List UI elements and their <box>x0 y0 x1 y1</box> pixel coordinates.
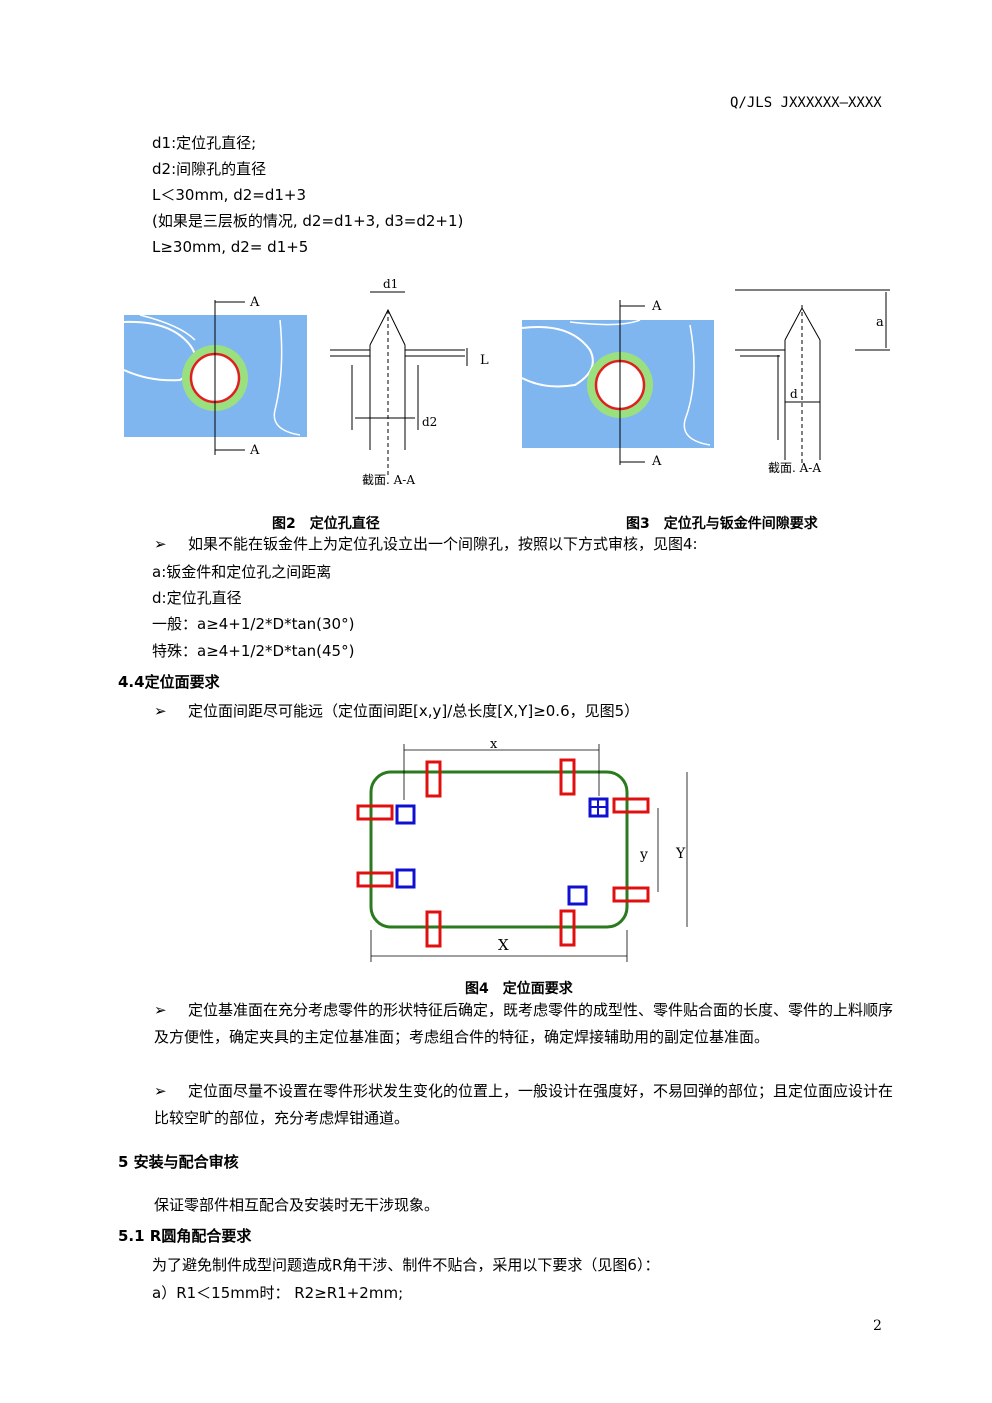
bullet-gap-hole-text: 如果不能在钣金件上为定位孔设立出一个间隙孔，按照以下方式审核，见图4: <box>188 535 698 553</box>
doc-code-header: Q/JLS JXXXXXX—XXXX <box>730 95 882 111</box>
section-5-body: 保证零部件相互配合及安装时无干涉现象。 <box>154 1196 440 1214</box>
fig2-sheet-panel: A A <box>123 295 307 458</box>
fig4-label-x: x <box>490 737 498 752</box>
bullet-gap-hole: ➢ 如果不能在钣金件上为定位孔设立出一个间隙孔，按照以下方式审核，见图4: <box>154 534 698 554</box>
bullet-arrow-icon: ➢ <box>154 1082 167 1100</box>
fig3-label-d: d <box>790 387 798 401</box>
section-5-1-item-a: a）R1＜15mm时： R2≥R1+2mm; <box>152 1284 404 1302</box>
section-5-title: 5 安装与配合审核 <box>118 1153 239 1171</box>
bullet-datum-surface-text: 定位基准面在充分考虑零件的形状特征后确定，既考虑零件的成型性、零件贴合面的长度、… <box>154 1001 894 1046</box>
bullet-spacing-text: 定位面间距尽可能远（定位面间距[x,y]/总长度[X,Y]≥0.6，见图5） <box>188 702 640 720</box>
figure-2-3-drawing: A A d1 d2 L 截面. A-A A A <box>123 277 890 487</box>
rule-ge30: L≥30mm, d2= d1+5 <box>152 238 309 256</box>
def-d-diameter: d:定位孔直径 <box>152 589 242 607</box>
fig3-label-a-dim: a <box>876 315 884 330</box>
bullet-arrow-icon: ➢ <box>154 702 167 720</box>
fig4-label-y: y <box>639 847 648 863</box>
fig3-section-label: 截面. A-A <box>768 461 821 475</box>
bullet-locating-position: ➢定位面尽量不设置在零件形状发生变化的位置上，一般设计在强度好，不易回弹的部位；… <box>154 1078 896 1132</box>
bullet-datum-surface: ➢定位基准面在充分考虑零件的形状特征后确定，既考虑零件的成型性、零件贴合面的长度… <box>154 997 896 1051</box>
fig2-label-l: L <box>480 353 489 368</box>
bullet-arrow-icon: ➢ <box>154 1001 167 1019</box>
fig4-label-x-total: X <box>498 936 509 954</box>
section-4-4-title: 4.4定位面要求 <box>118 673 220 691</box>
def-a-distance: a:钣金件和定位孔之间距离 <box>152 563 332 581</box>
formula-special: 特殊：a≥4+1/2*D*tan(45°) <box>152 642 355 660</box>
formula-general: 一般：a≥4+1/2*D*tan(30°) <box>152 615 355 633</box>
fig4-label-y-total: Y <box>675 846 686 862</box>
fig2-label-a-bottom: A <box>249 443 260 458</box>
rule-lt30: L＜30mm, d2=d1+3 <box>152 186 307 204</box>
section-5-1-body: 为了避免制件成型问题造成R角干涉、制件不贴合，采用以下要求（见图6）： <box>152 1256 660 1274</box>
def-d1: d1:定位孔直径; <box>152 134 257 152</box>
bullet-locating-position-text: 定位面尽量不设置在零件形状发生变化的位置上，一般设计在强度好，不易回弹的部位；且… <box>154 1082 894 1127</box>
fig3-caption: 图3 定位孔与钣金件间隙要求 <box>626 516 818 532</box>
fig2-label-a-top: A <box>249 295 260 310</box>
fig2-label-d1: d1 <box>383 277 398 291</box>
fig2-caption: 图2 定位孔直径 <box>272 516 380 532</box>
fig2-label-d2: d2 <box>422 415 437 429</box>
fig2-section-label: 截面. A-A <box>362 473 415 487</box>
bullet-arrow-icon: ➢ <box>154 535 167 553</box>
bullet-spacing: ➢ 定位面间距尽可能远（定位面间距[x,y]/总长度[X,Y]≥0.6，见图5） <box>154 701 639 721</box>
fig4-caption: 图4 定位面要求 <box>465 981 573 997</box>
fig3-sheet-panel: A A <box>521 299 714 469</box>
fig3-label-a-top: A <box>651 299 662 314</box>
def-d2: d2:间隙孔的直径 <box>152 160 267 178</box>
rule-three-layer: (如果是三层板的情况, d2=d1+3, d3=d2+1) <box>152 212 464 230</box>
fig2-section: d1 d2 L 截面. A-A <box>330 277 489 487</box>
fig3-section: a d 截面. A-A <box>735 289 890 475</box>
page-number: 2 <box>873 1318 882 1334</box>
figure-4-drawing: x X y Y <box>356 737 688 962</box>
section-5-1-title: 5.1 R圆角配合要求 <box>118 1227 252 1245</box>
fig3-label-a-bottom: A <box>651 454 662 469</box>
